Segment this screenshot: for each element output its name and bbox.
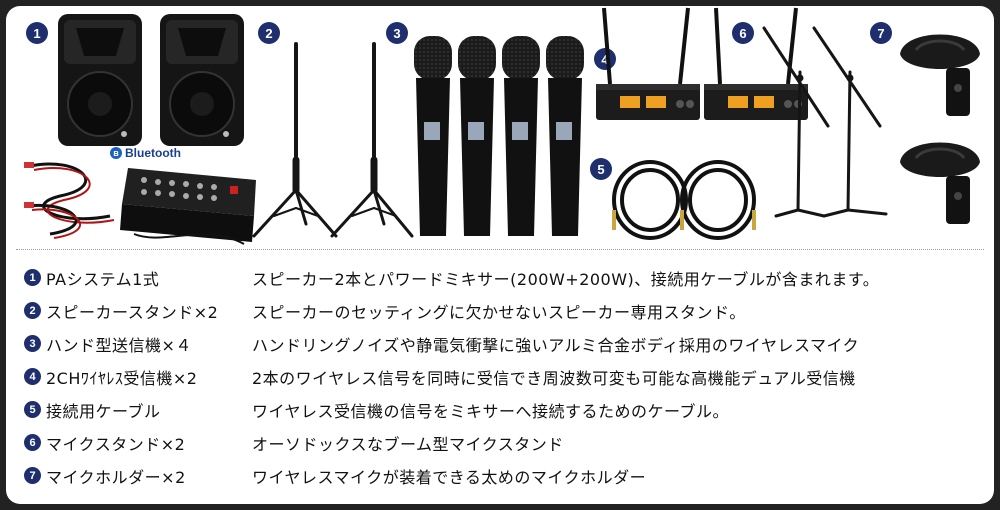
spec-desc-5: ワイヤレス受信機の信号をミキサーへ接続するためのケーブル。 (252, 402, 730, 421)
section-divider (16, 249, 984, 250)
badge-4: 4 (594, 48, 616, 70)
bluetooth-icon: ʙ (110, 147, 122, 159)
mic-1 (414, 36, 452, 236)
badge-7: 7 (870, 22, 892, 44)
badge-6: 6 (732, 22, 754, 44)
mic-4 (546, 36, 584, 236)
speaker-left (58, 14, 142, 146)
handheld-mics-image (414, 36, 584, 236)
spec-badge-7: 7 (24, 467, 41, 484)
spec-name-4: 2CHﾜｲﾔﾚｽ受信機×2 (46, 369, 198, 388)
spec-row-3: 3 ハンド型送信機×４ ハンドリングノイズや静電気衝撃に強いアルミ合金ボディ採用… (24, 331, 984, 357)
badge-1: 1 (26, 22, 48, 44)
speaker-cables-image (24, 162, 115, 239)
mixer-image (120, 168, 256, 245)
spec-desc-1: スピーカー2本とパワードミキサー(200W+200W)、接続用ケーブルが含まれま… (252, 270, 880, 289)
badge-5: 5 (590, 158, 612, 180)
product-panel: 1 ʙ Bluetooth (6, 6, 994, 504)
speaker-right (160, 14, 244, 146)
spec-desc-3: ハンドリングノイズや静電気衝撃に強いアルミ合金ボディ採用のワイヤレスマイク (252, 336, 860, 355)
spec-row-4: 4 2CHﾜｲﾔﾚｽ受信機×2 2本のワイヤレス信号を同時に受信でき周波数可変も… (24, 364, 984, 390)
speakers-image (58, 14, 244, 146)
connection-cables-image (612, 160, 756, 240)
speaker-stands-image (252, 42, 414, 238)
spec-row-5: 5 接続用ケーブル ワイヤレス受信機の信号をミキサーへ接続するためのケーブル。 (24, 397, 984, 423)
mic-2 (458, 36, 496, 236)
spec-desc-7: ワイヤレスマイクが装着できる太めのマイクホルダー (252, 468, 647, 487)
spec-name-1: PAシステム1式 (46, 270, 160, 289)
receivers-image (596, 7, 808, 120)
receiver-left (596, 7, 700, 120)
mic-holders-image (900, 34, 980, 224)
mic-holder-bottom (900, 142, 980, 224)
spec-badge-2: 2 (24, 302, 41, 319)
bluetooth-label: Bluetooth (125, 146, 181, 160)
spec-badge-5: 5 (24, 401, 41, 418)
spec-badge-1: 1 (24, 269, 41, 286)
spec-name-5: 接続用ケーブル (46, 402, 161, 421)
spec-desc-6: オーソドックスなブーム型マイクスタンド (252, 435, 564, 454)
mic-holder-top (900, 34, 980, 116)
bluetooth-label-group: ʙ Bluetooth (110, 146, 181, 160)
spec-desc-2: スピーカーのセッティングに欠かせないスピーカー専用スタンド。 (252, 303, 746, 322)
spec-badge-6: 6 (24, 434, 41, 451)
receiver-right (704, 7, 808, 120)
spec-name-6: マイクスタンド×2 (46, 435, 186, 454)
spec-row-2: 2 スピーカースタンド×2 スピーカーのセッティングに欠かせないスピーカー専用ス… (24, 298, 984, 324)
badge-2: 2 (258, 22, 280, 44)
mic-stands-image (762, 26, 888, 218)
spec-row-7: 7 マイクホルダー×2 ワイヤレスマイクが装着できる太めのマイクホルダー (24, 463, 984, 489)
badge-3: 3 (386, 22, 408, 44)
spec-name-2: スピーカースタンド×2 (46, 303, 219, 322)
spec-name-7: マイクホルダー×2 (46, 468, 186, 487)
spec-badge-3: 3 (24, 335, 41, 352)
mic-3 (502, 36, 540, 236)
spec-desc-4: 2本のワイヤレス信号を同時に受信でき周波数可変も可能な高機能デュアル受信機 (252, 369, 856, 388)
spec-badge-4: 4 (24, 368, 41, 385)
spec-row-6: 6 マイクスタンド×2 オーソドックスなブーム型マイクスタンド (24, 430, 984, 456)
spec-row-1: 1 PAシステム1式 スピーカー2本とパワードミキサー(200W+200W)、接… (24, 265, 984, 291)
spec-name-3: ハンド型送信機×４ (46, 336, 192, 355)
